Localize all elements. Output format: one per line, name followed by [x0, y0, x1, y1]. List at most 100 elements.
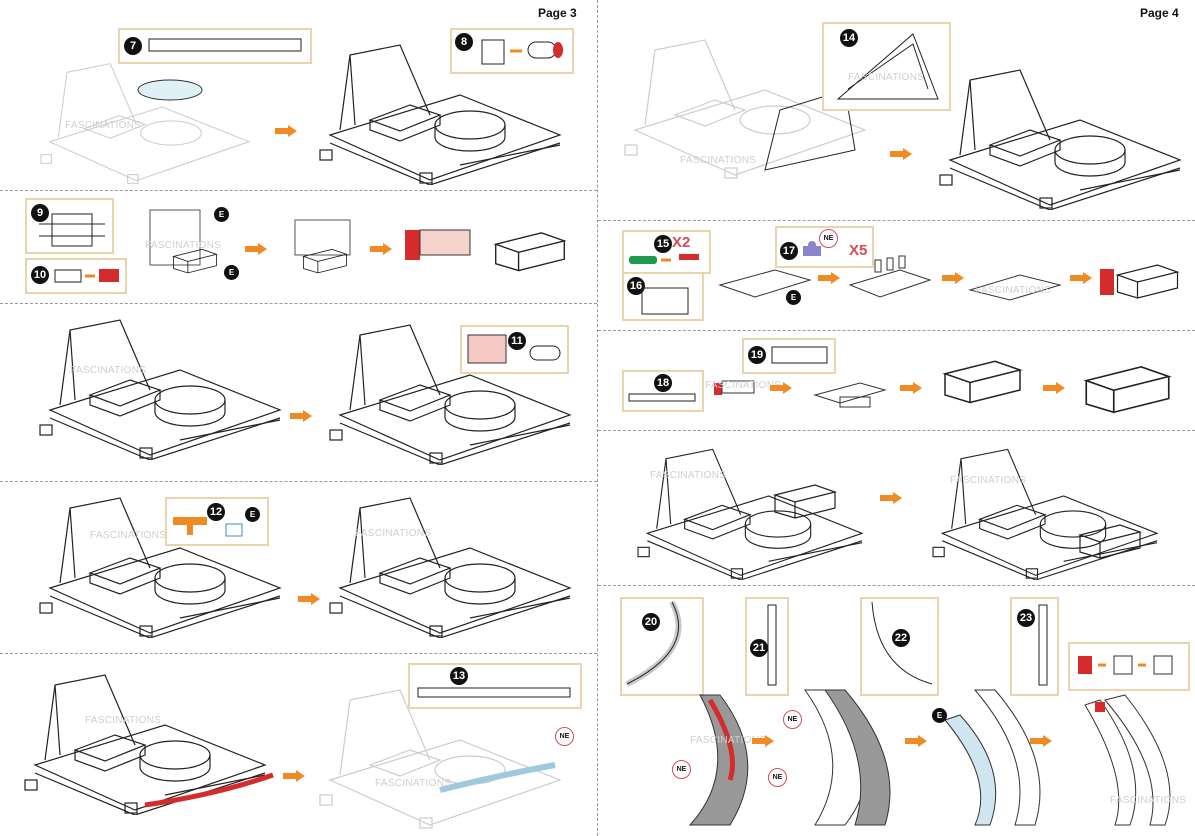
step-13-callout: 13 — [408, 663, 582, 709]
next-arrow — [942, 272, 964, 284]
watermark: FASCINATIONS — [65, 120, 142, 131]
watermark: FASCINATIONS — [145, 240, 222, 251]
step-11-callout: 11 — [460, 325, 569, 374]
watermark: FASCINATIONS — [90, 530, 167, 541]
next-arrow — [1070, 272, 1092, 284]
step-16-callout: 16 — [622, 272, 704, 321]
part-clip — [225, 523, 243, 537]
part-panel — [641, 287, 689, 315]
step-10-callout: 10 — [25, 258, 127, 294]
step-18-number: 18 — [654, 374, 672, 392]
watermark: FASCINATIONS — [705, 380, 782, 391]
assembly-diagram — [718, 269, 812, 298]
step-17-number: 17 — [780, 242, 798, 260]
marker-NE: NE — [768, 768, 787, 787]
step-7-number: 7 — [124, 37, 142, 55]
marker-NE: NE — [819, 229, 838, 248]
next-arrow — [370, 243, 392, 255]
part-t-bracket — [173, 517, 207, 535]
page-divider — [597, 0, 598, 836]
step-22-callout: 22 — [860, 597, 939, 696]
assembly-diagram — [490, 225, 570, 275]
watermark: FASCINATIONS — [70, 365, 147, 376]
part-panel — [771, 346, 828, 364]
assembly-diagram — [20, 55, 270, 185]
part-curved-rail — [625, 600, 682, 687]
assembly-diagram — [320, 488, 580, 638]
section-divider — [598, 220, 1195, 221]
page-3-label: Page 3 — [538, 6, 577, 20]
watermark: FASCINATIONS — [355, 528, 432, 539]
watermark: FASCINATIONS — [848, 72, 925, 83]
marker-E: E — [245, 507, 260, 522]
assembly-diagram — [294, 219, 351, 274]
step-7-callout: 7 — [118, 28, 312, 64]
part-drum — [529, 345, 561, 361]
part-post — [767, 604, 777, 686]
assembly-diagram — [813, 382, 887, 408]
section-divider — [0, 481, 597, 482]
assembly-diagram — [1084, 694, 1171, 826]
section-divider — [598, 585, 1195, 586]
part-purple-block — [803, 241, 821, 256]
step-19-callout: 19 — [742, 338, 836, 374]
next-arrow — [818, 272, 840, 284]
assembly-diagram — [688, 694, 749, 826]
part-sequence — [1078, 655, 1173, 675]
next-arrow — [1043, 382, 1065, 394]
assembly-diagram — [15, 665, 274, 815]
next-arrow — [275, 125, 297, 137]
part-post — [1038, 604, 1048, 686]
section-divider — [598, 430, 1195, 431]
next-arrow — [900, 382, 922, 394]
part-green-rod — [629, 254, 699, 264]
part-sheet — [39, 213, 105, 247]
part-sheet-red — [467, 334, 507, 364]
quantity-x2: X2 — [672, 234, 691, 251]
part-frame — [836, 33, 939, 100]
step-23-callout: 23 — [1010, 597, 1059, 696]
marker-NE: NE — [555, 727, 574, 746]
marker-E: E — [786, 290, 801, 305]
detail-callout — [1068, 642, 1190, 691]
marker-E: E — [224, 265, 239, 280]
step-22-number: 22 — [892, 629, 910, 647]
part-bracket — [54, 269, 119, 283]
next-arrow — [1030, 735, 1052, 747]
marker-NE: NE — [783, 710, 802, 729]
assembly-diagram — [968, 274, 1062, 301]
next-arrow — [880, 492, 902, 504]
step-21-number: 21 — [750, 639, 768, 657]
next-arrow — [290, 410, 312, 422]
watermark: FASCINATIONS — [375, 778, 452, 789]
assembly-diagram — [1085, 365, 1170, 414]
assembly-diagram — [714, 380, 755, 395]
step-11-number: 11 — [508, 332, 526, 350]
part-strip — [148, 38, 302, 52]
part-curved-rail — [871, 601, 933, 685]
step-15-number: 15 — [654, 235, 672, 253]
assembly-diagram — [804, 689, 891, 826]
assembly-diagram — [944, 360, 1021, 404]
step-13-number: 13 — [450, 667, 468, 685]
step-20-callout: 20 — [620, 597, 704, 696]
step-8-number: 8 — [455, 33, 473, 51]
step-14-callout: 14 — [822, 22, 951, 111]
section-divider — [0, 303, 597, 304]
marker-E: E — [932, 708, 947, 723]
step-8-callout: 8 — [450, 28, 574, 74]
marker-E: E — [214, 207, 229, 222]
assembly-diagram — [944, 689, 1041, 826]
quantity-x5: X5 — [849, 242, 868, 259]
assembly-diagram — [405, 229, 471, 260]
assembly-diagram — [310, 680, 570, 830]
next-arrow — [298, 593, 320, 605]
step-21-callout: 21 — [745, 597, 789, 696]
section-divider — [598, 330, 1195, 331]
watermark: FASCINATIONS — [690, 735, 767, 746]
step-18-callout: 18 — [622, 370, 704, 412]
next-arrow — [752, 735, 774, 747]
assembly-diagram — [915, 440, 1175, 580]
step-9-callout: 9 — [25, 198, 114, 254]
next-arrow — [905, 735, 927, 747]
